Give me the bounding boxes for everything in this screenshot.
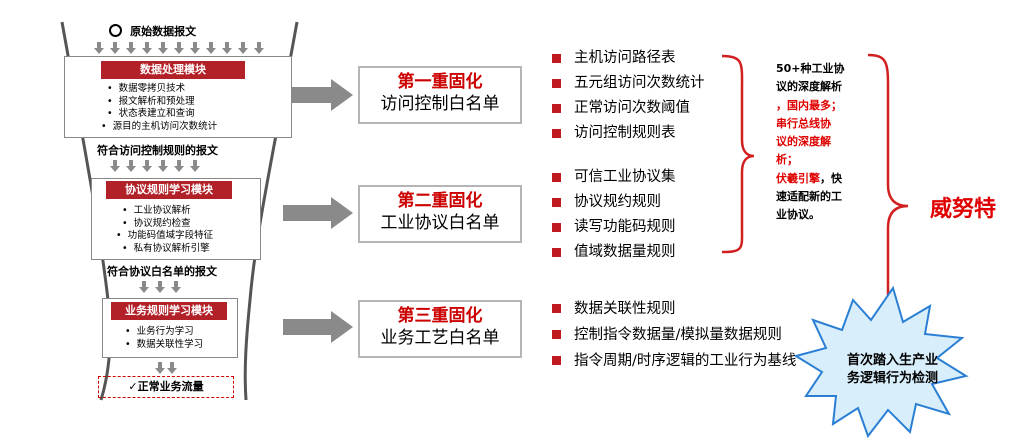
vendor-line: ，国内最多；	[776, 98, 842, 112]
list-item: 数据关联性学习	[125, 339, 204, 352]
pass-label-2: 符合协议白名单的报文	[107, 265, 217, 278]
whitelist-box-3: 第三重固化 业务工艺白名单	[358, 300, 522, 358]
right-brace	[721, 54, 755, 254]
whitelist-1-title: 第一重固化	[397, 72, 483, 92]
whitelist-3-items: 数据关联性规则 控制指令数据量/模拟量数据规则 指令周期/时序逻辑的工业行为基线	[552, 296, 796, 374]
starburst-text: 首次踏入生产业 务逻辑行为检测	[820, 352, 965, 388]
list-item: 正常访问次数阈值	[552, 96, 705, 121]
vendor-line: 伏羲引擎，快	[776, 170, 876, 188]
down-arrows-row-2	[110, 160, 200, 172]
list-item: 访问控制规则表	[552, 121, 705, 146]
big-arrows	[283, 79, 353, 343]
list-item: 功能码值域字段特征	[116, 230, 214, 243]
starburst-line: 务逻辑行为检测	[846, 371, 938, 386]
list-item: 主机访问路径表	[552, 46, 705, 71]
brand-brace	[867, 53, 909, 300]
normal-traffic-label: ✓正常业务流量	[98, 376, 234, 398]
list-item: 工业协议解析	[116, 205, 213, 218]
engine-name: 伏羲引擎	[776, 171, 820, 185]
list-item: 私有协议解析引擎	[116, 243, 213, 256]
vendor-line: 议的深度解析	[776, 80, 842, 94]
list-item: 数据零拷贝技术	[101, 83, 217, 96]
circle-icon	[109, 24, 122, 37]
arrow-to-whitelist-1	[283, 79, 353, 111]
vendor-line-tail: ，快	[820, 171, 842, 185]
pass-label-1: 符合访问控制规则的报文	[97, 144, 218, 157]
whitelist-2-items: 可信工业协议集 协议规约规则 读写功能码规则 值域数据量规则	[552, 165, 676, 265]
module-1-list: 数据零拷贝技术 报文解析和预处理 状态表建立和查询 源目的主机访问次数统计	[101, 83, 218, 134]
vendor-line: 析；	[776, 153, 798, 167]
vendor-line: 业协议。	[776, 208, 820, 222]
raw-data-label: 原始数据报文	[130, 25, 197, 38]
whitelist-box-2: 第二重固化 工业协议白名单	[358, 185, 522, 243]
list-item: 读写功能码规则	[552, 215, 676, 240]
list-item: 状态表建立和查询	[101, 108, 217, 121]
down-arrows-row-3	[139, 281, 181, 293]
down-arrows-row-1	[94, 42, 264, 54]
vendor-line: 议的深度解	[776, 135, 831, 149]
whitelist-2-title: 第二重固化	[397, 191, 483, 211]
list-item: 可信工业协议集	[552, 165, 676, 190]
list-item: 协议规约规则	[552, 190, 676, 215]
list-item: 源目的主机访问次数统计	[101, 121, 218, 134]
list-item: 业务行为学习	[125, 326, 203, 339]
module-2-title: 协议规则学习模块	[106, 181, 232, 199]
whitelist-1-items: 主机访问路径表 五元组访问次数统计 正常访问次数阈值 访问控制规则表	[552, 46, 705, 146]
arrow-to-whitelist-3	[283, 311, 353, 343]
arrow-to-whitelist-2	[283, 197, 353, 229]
whitelist-3-subtitle: 业务工艺白名单	[380, 328, 500, 348]
vendor-line: 50+种工业协	[776, 62, 845, 75]
list-item: 报文解析和预处理	[101, 96, 217, 109]
list-item: 值域数据量规则	[552, 240, 676, 265]
list-item: 指令周期/时序逻辑的工业行为基线	[552, 348, 796, 374]
starburst-line: 首次踏入生产业	[846, 353, 938, 368]
brand-name: 威努特	[930, 197, 997, 222]
whitelist-3-title: 第三重固化	[397, 306, 483, 326]
whitelist-2-subtitle: 工业协议白名单	[380, 213, 500, 233]
vendor-line: 串行总线协	[776, 116, 831, 130]
module-1-title: 数据处理模块	[101, 61, 245, 79]
list-item: 五元组访问次数统计	[552, 71, 705, 96]
whitelist-box-1: 第一重固化 访问控制白名单	[358, 66, 522, 124]
module-3-title: 业务规则学习模块	[111, 302, 227, 320]
module-3-list: 业务行为学习 数据关联性学习	[125, 326, 204, 352]
list-item: 协议规约检查	[116, 218, 213, 231]
funnel-top-label: 原始数据报文	[109, 20, 196, 39]
list-item: 数据关联性规则	[552, 296, 796, 322]
vendor-line: 速适配新的工	[776, 190, 842, 204]
starburst	[793, 285, 969, 439]
vendor-description: 50+种工业协 议的深度解析 ，国内最多； 串行总线协 议的深度解 析； 伏羲引…	[776, 60, 876, 225]
down-arrows-row-4	[155, 362, 177, 374]
module-2-list: 工业协议解析 协议规约检查 功能码值域字段特征 私有协议解析引擎	[116, 205, 214, 256]
list-item: 控制指令数据量/模拟量数据规则	[552, 322, 796, 348]
whitelist-1-subtitle: 访问控制白名单	[380, 94, 500, 114]
